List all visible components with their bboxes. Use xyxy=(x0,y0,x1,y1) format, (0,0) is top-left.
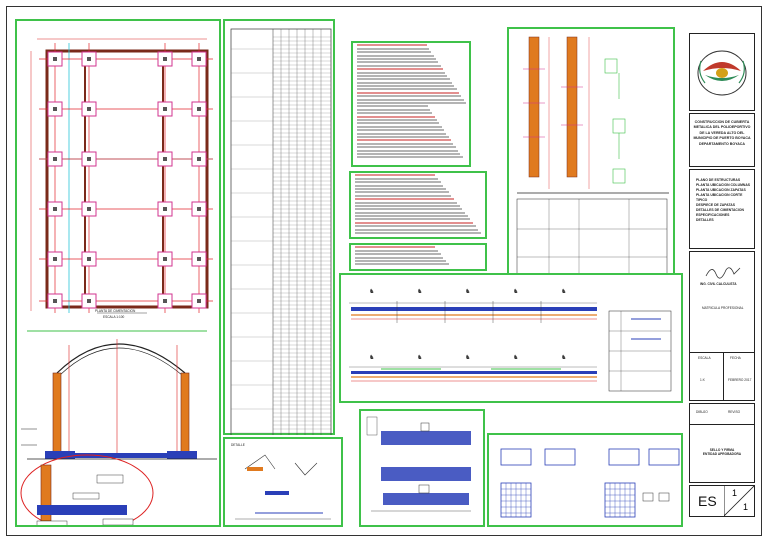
sheet-number-box: ES 1 1 xyxy=(689,485,755,517)
rebar-schedule-table xyxy=(230,28,332,435)
contents-line: ESPECIFICACIONES xyxy=(696,213,730,217)
logo-box xyxy=(689,33,755,111)
sheet-code: ES xyxy=(698,493,717,509)
contents-line: DETALLES xyxy=(696,218,714,222)
approval-line: SELLO Y FIRMA xyxy=(709,448,735,452)
project-title-line: MUNICIPIO DE PUERTO BOYACA xyxy=(693,136,751,141)
svg-text:♞: ♞ xyxy=(465,288,470,295)
scale-label: ESCALA xyxy=(698,356,711,360)
approval-line: ENTIDAD APROBADORA xyxy=(702,452,742,457)
footing-detail-drawing xyxy=(366,416,471,512)
project-title-box: CONSTRUCCION DE CUBIERTA METALICA DEL PO… xyxy=(689,113,755,167)
contents-line: DETALLES DE CIMENTACION xyxy=(696,208,744,212)
svg-text:♞: ♞ xyxy=(369,288,374,295)
rebar-schedule-panel xyxy=(223,19,335,435)
beam-elevations-drawing: ♞ ♞ ♞ ♞ ♞ ♞ ♞ ♞ ♞ ♞ xyxy=(349,288,672,392)
foundation-plan-panel: PLANTA DE CIMENTACION ESCALA 1:100 xyxy=(15,19,221,527)
approval-box: DIBUJO REVISO SELLO Y FIRMA ENTIDAD APRO… xyxy=(689,403,755,483)
svg-text:♞: ♞ xyxy=(369,354,374,361)
svg-text:♞: ♞ xyxy=(417,288,422,295)
foundation-plan-drawing xyxy=(30,38,213,314)
project-title-line: METALICA DEL POLIDEPORTIVO xyxy=(693,125,751,130)
svg-text:♞: ♞ xyxy=(561,354,566,361)
materials-notes-panel xyxy=(349,171,487,239)
contents-line: PLANTA UBICACION CORTE TIPICO xyxy=(696,193,743,202)
construction-notes-panel xyxy=(349,243,487,271)
beam-elevations-panel: ♞ ♞ ♞ ♞ ♞ ♞ ♞ ♞ ♞ ♞ xyxy=(339,273,683,403)
sheet-total: 1 xyxy=(743,502,749,512)
connection-details-drawing xyxy=(235,454,331,520)
svg-text:♞: ♞ xyxy=(513,288,518,295)
date-label: FECHA xyxy=(730,356,741,360)
svg-text:♞: ♞ xyxy=(561,288,566,295)
drawing-contents-box: PLANO DE ESTRUCTURAS PLANTA UBICACION CO… xyxy=(689,169,755,249)
date-value: FEBRERO 2017 xyxy=(728,378,752,382)
project-title-line: DEPARTAMENTO BOYACA xyxy=(699,141,745,146)
signature-box: ING. CIVIL CALCULISTA MATRICULA PROFESIO… xyxy=(689,251,755,401)
mat-prof-label: MATRICULA PROFESIONAL xyxy=(702,306,744,310)
footing-detail-panel xyxy=(359,409,485,527)
plan-scale-caption: ESCALA 1:100 xyxy=(103,315,125,319)
connection-details-panel: DETALLE xyxy=(223,437,343,527)
detail-caption: DETALLE xyxy=(231,443,245,447)
general-notes-panel xyxy=(351,41,471,167)
drawn-by-label: DIBUJO xyxy=(696,410,708,414)
column-elevations-drawing xyxy=(516,36,669,280)
footing-sections-drawing xyxy=(500,448,680,518)
contents-line: PLANTA UBICACION COLUMNAS xyxy=(696,183,751,187)
footing-sections-panel xyxy=(487,433,683,527)
svg-text:♞: ♞ xyxy=(465,354,470,361)
scale-value: 1:X xyxy=(700,378,705,382)
contents-line: PLANTA UBICACION ZAPATAS xyxy=(696,188,746,192)
plan-caption: PLANTA DE CIMENTACION xyxy=(95,309,136,313)
project-title-line: DE LA VEREDA ALTO DEL xyxy=(699,130,745,135)
column-elevations-panel xyxy=(507,27,675,291)
sheet-number: 1 xyxy=(732,488,738,498)
project-title-line: CONSTRUCCION DE CUBIERTA xyxy=(694,120,750,124)
drawing-sheet: PLANTA DE CIMENTACION ESCALA 1:100 xyxy=(6,6,762,536)
contents-line: PLANO DE ESTRUCTURAS xyxy=(696,178,741,182)
designer-caption: ING. CIVIL CALCULISTA xyxy=(700,282,737,286)
revised-label: REVISO xyxy=(728,410,741,414)
svg-text:♞: ♞ xyxy=(513,354,518,361)
typical-section-drawing xyxy=(20,330,217,525)
contents-line: DESPIECE DE ZAPATAS xyxy=(696,203,735,207)
engineer-signature xyxy=(705,267,741,279)
svg-text:♞: ♞ xyxy=(417,354,422,361)
municipal-seal-logo xyxy=(697,50,747,96)
